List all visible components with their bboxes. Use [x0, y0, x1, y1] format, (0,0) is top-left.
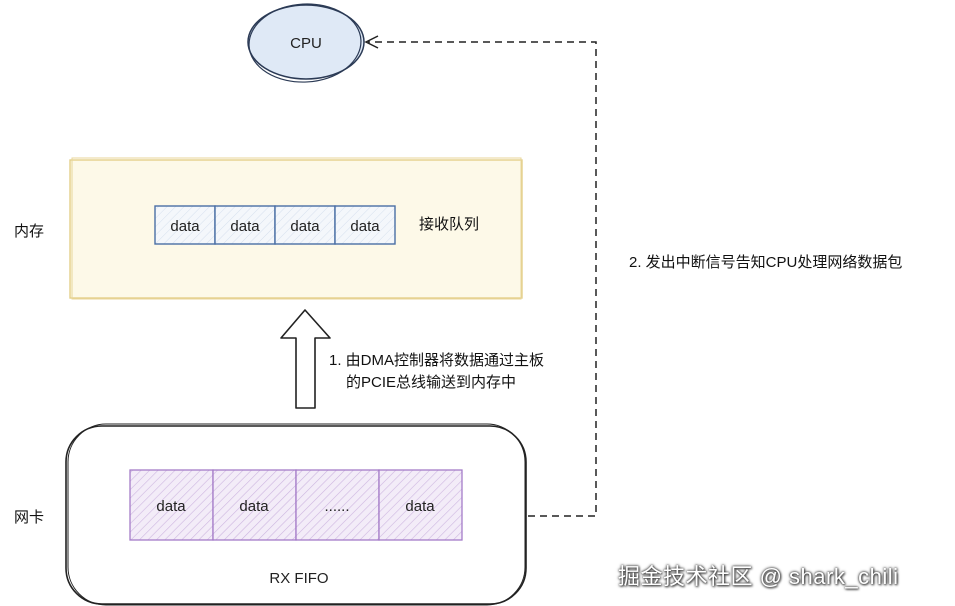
nic-label: 网卡: [14, 509, 45, 526]
fifo-cell-text: data: [405, 498, 435, 515]
fifo-cell-text: data: [239, 498, 269, 515]
cpu-node: CPU: [247, 3, 365, 83]
queue-cell: data: [274, 205, 336, 245]
watermark: 掘金技术社区 @ shark_chili: [618, 564, 899, 589]
step2-text: 2. 发出中断信号告知CPU处理网络数据包: [629, 254, 903, 271]
step1-line2: 的PCIE总线输送到内存中: [346, 374, 517, 391]
rx-fifo: data data ...... data: [129, 469, 463, 541]
fifo-cell: data: [378, 469, 463, 541]
interrupt-arrowhead: [364, 35, 379, 49]
fifo-cell: data: [212, 469, 297, 541]
fifo-cell: data: [129, 469, 214, 541]
memory-label: 内存: [14, 223, 45, 240]
queue-cell: data: [214, 205, 276, 245]
interrupt-path: [364, 35, 597, 517]
queue-cell-text: data: [290, 218, 320, 235]
fifo-cell-text: ......: [324, 498, 349, 515]
queue-cell-text: data: [170, 218, 200, 235]
queue-cell: data: [334, 205, 396, 245]
rx-fifo-label: RX FIFO: [269, 570, 328, 587]
queue-cell-text: data: [230, 218, 260, 235]
queue-cell: data: [154, 205, 216, 245]
receive-queue-label: 接收队列: [419, 216, 480, 233]
cpu-label: CPU: [290, 35, 322, 52]
step1-line1: 1. 由DMA控制器将数据通过主板: [329, 352, 545, 369]
queue-cell-text: data: [350, 218, 380, 235]
receive-queue: data data data data: [154, 205, 396, 245]
dma-arrow: [280, 309, 331, 409]
fifo-cell: ......: [295, 469, 380, 541]
fifo-cell-text: data: [156, 498, 186, 515]
